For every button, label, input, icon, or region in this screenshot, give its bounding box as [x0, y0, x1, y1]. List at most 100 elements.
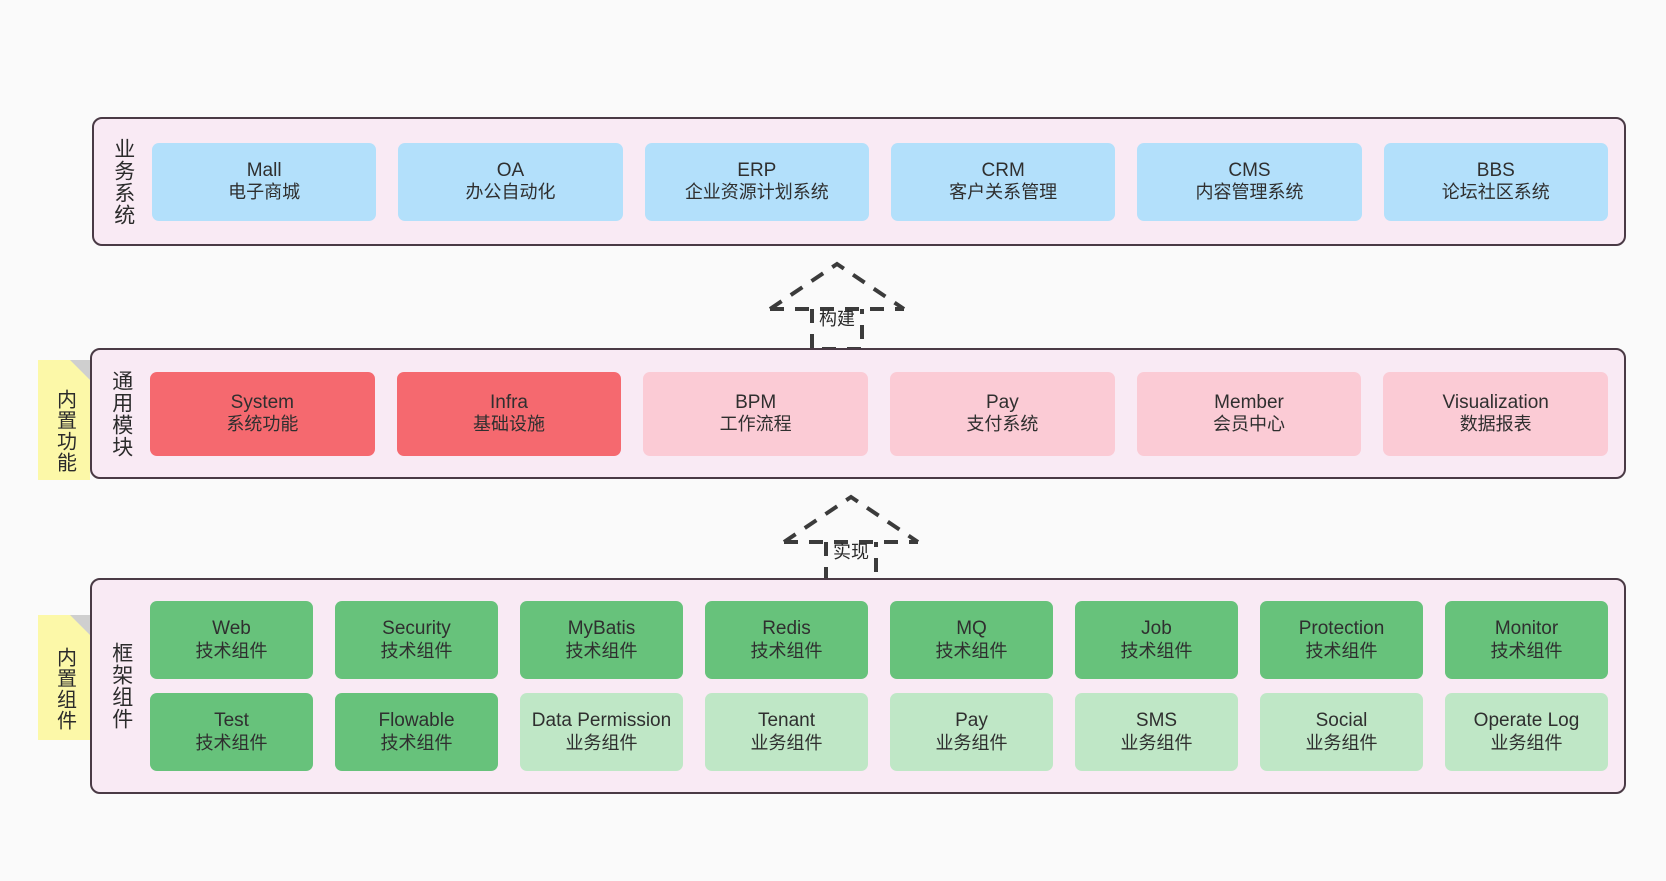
node-data-permission[interactable]: Data Permission 业务组件 [520, 693, 683, 771]
node-social[interactable]: Social 业务组件 [1260, 693, 1423, 771]
layer-business-body: Mall 电子商城 OA 办公自动化 ERP 企业资源计划系统 CRM 客户关系… [144, 119, 1624, 244]
business-node-row: Mall 电子商城 OA 办公自动化 ERP 企业资源计划系统 CRM 客户关系… [152, 142, 1608, 221]
node-flowable-cn: 技术组件 [380, 732, 453, 753]
connector-implement-glyph [782, 494, 920, 584]
node-system[interactable]: System 系统功能 [150, 371, 375, 456]
node-cms-cn: 内容管理系统 [1195, 182, 1304, 203]
node-sms[interactable]: SMS 业务组件 [1075, 693, 1238, 771]
connector-implement-label: 实现 [833, 542, 869, 562]
node-crm[interactable]: CRM 客户关系管理 [890, 142, 1116, 221]
node-sms-cn: 业务组件 [1120, 732, 1193, 753]
node-tenant-en: Tenant [757, 710, 816, 732]
node-redis-en: Redis [762, 618, 811, 640]
node-job[interactable]: Job 技术组件 [1075, 601, 1238, 679]
layer-framework-body: Web 技术组件 Security 技术组件 MyBatis 技术组件 Redi… [142, 580, 1624, 792]
node-protection-en: Protection [1298, 618, 1385, 640]
layer-framework-components: 框架组件 Web 技术组件 Security 技术组件 MyBatis 技术组件… [90, 578, 1626, 794]
layer-common-title: 通用模块 [109, 369, 133, 458]
node-infra-cn: 基础设施 [473, 414, 545, 435]
node-mybatis-en: MyBatis [567, 618, 636, 640]
node-bpm-en: BPM [735, 391, 777, 413]
node-infra-en: Infra [489, 391, 529, 413]
node-pay-module[interactable]: Pay 支付系统 [890, 371, 1115, 456]
node-oa[interactable]: OA 办公自动化 [398, 142, 623, 221]
node-test-en: Test [214, 710, 249, 732]
node-bbs-en: BBS [1476, 159, 1515, 181]
connector-build-label: 构建 [819, 309, 855, 329]
node-monitor[interactable]: Monitor 技术组件 [1445, 601, 1608, 679]
common-node-row: System 系统功能 Infra 基础设施 BPM 工作流程 Pay 支付系统… [150, 371, 1609, 456]
node-pay-module-cn: 支付系统 [966, 414, 1039, 435]
node-bbs[interactable]: BBS 论坛社区系统 [1383, 142, 1608, 221]
node-mq-cn: 技术组件 [935, 640, 1008, 661]
node-job-cn: 技术组件 [1120, 640, 1193, 661]
layer-business-systems: 业务系统 Mall 电子商城 OA 办公自动化 ERP 企业资源计划系统 CRM [92, 117, 1626, 246]
node-tenant-cn: 业务组件 [750, 732, 823, 753]
connector-implement: 实现 [776, 492, 926, 584]
node-bbs-cn: 论坛社区系统 [1441, 182, 1550, 203]
connector-build-glyph [768, 261, 906, 351]
connector-build: 构建 [762, 259, 912, 351]
node-mall[interactable]: Mall 电子商城 [152, 142, 377, 221]
node-test-cn: 技术组件 [195, 732, 268, 753]
node-test[interactable]: Test 技术组件 [150, 693, 313, 771]
framework-tech-row: Web 技术组件 Security 技术组件 MyBatis 技术组件 Redi… [150, 601, 1608, 679]
node-data-permission-cn: 业务组件 [565, 732, 638, 753]
node-pay-module-en: Pay [985, 391, 1019, 413]
node-oa-en: OA [496, 159, 525, 181]
node-erp-cn: 企业资源计划系统 [684, 182, 829, 203]
node-flowable[interactable]: Flowable 技术组件 [335, 693, 498, 771]
node-redis[interactable]: Redis 技术组件 [705, 601, 868, 679]
node-member-cn: 会员中心 [1213, 414, 1286, 435]
node-security-en: Security [382, 618, 451, 640]
node-member[interactable]: Member 会员中心 [1136, 371, 1362, 456]
node-flowable-en: Flowable [378, 710, 455, 732]
node-cms-en: CMS [1228, 159, 1271, 181]
node-data-permission-en: Data Permission [531, 710, 672, 732]
node-security[interactable]: Security 技术组件 [335, 601, 498, 679]
node-protection[interactable]: Protection 技术组件 [1260, 601, 1423, 679]
node-security-cn: 技术组件 [380, 640, 453, 661]
node-web-cn: 技术组件 [195, 640, 268, 661]
node-redis-cn: 技术组件 [750, 640, 823, 661]
node-crm-en: CRM [981, 159, 1025, 181]
node-cms[interactable]: CMS 内容管理系统 [1137, 142, 1362, 221]
framework-business-row: Test 技术组件 Flowable 技术组件 Data Permission … [150, 693, 1608, 771]
node-erp-en: ERP [737, 159, 777, 181]
layer-business-title: 业务系统 [111, 137, 135, 226]
node-operate-log-cn: 业务组件 [1490, 732, 1563, 753]
node-visualization-en: Visualization [1442, 391, 1549, 413]
layer-common-body: System 系统功能 Infra 基础设施 BPM 工作流程 Pay 支付系统… [142, 350, 1624, 477]
node-monitor-cn: 技术组件 [1490, 640, 1563, 661]
node-system-en: System [230, 391, 295, 413]
node-web[interactable]: Web 技术组件 [150, 601, 313, 679]
node-mall-en: Mall [246, 159, 282, 181]
node-member-en: Member [1214, 391, 1284, 413]
node-bpm-cn: 工作流程 [719, 414, 792, 435]
node-bpm[interactable]: BPM 工作流程 [643, 371, 869, 456]
layer-common-modules: 通用模块 System 系统功能 Infra 基础设施 BPM 工作流程 Pay [90, 348, 1626, 479]
node-protection-cn: 技术组件 [1305, 640, 1378, 661]
node-oa-cn: 办公自动化 [465, 182, 556, 203]
node-social-en: Social [1315, 710, 1368, 732]
node-job-en: Job [1141, 618, 1172, 640]
node-crm-cn: 客户关系管理 [949, 182, 1058, 203]
node-operate-log-en: Operate Log [1473, 710, 1580, 732]
layer-framework-title: 框架组件 [109, 642, 133, 730]
node-infra[interactable]: Infra 基础设施 [396, 371, 622, 456]
node-mall-cn: 电子商城 [228, 182, 301, 203]
node-tenant[interactable]: Tenant 业务组件 [705, 693, 868, 771]
node-mq[interactable]: MQ 技术组件 [890, 601, 1053, 679]
node-mybatis[interactable]: MyBatis 技术组件 [520, 601, 683, 679]
node-pay-component-cn: 业务组件 [935, 732, 1008, 753]
node-pay-component[interactable]: Pay 业务组件 [890, 693, 1053, 771]
node-system-cn: 系统功能 [226, 414, 299, 435]
sticky-note-builtin-component-label: 内置组件 [53, 646, 76, 731]
node-visualization[interactable]: Visualization 数据报表 [1383, 371, 1609, 456]
node-operate-log[interactable]: Operate Log 业务组件 [1445, 693, 1608, 771]
node-social-cn: 业务组件 [1305, 732, 1378, 753]
node-mybatis-cn: 技术组件 [565, 640, 638, 661]
node-mq-en: MQ [956, 618, 987, 640]
node-erp[interactable]: ERP 企业资源计划系统 [644, 142, 869, 221]
